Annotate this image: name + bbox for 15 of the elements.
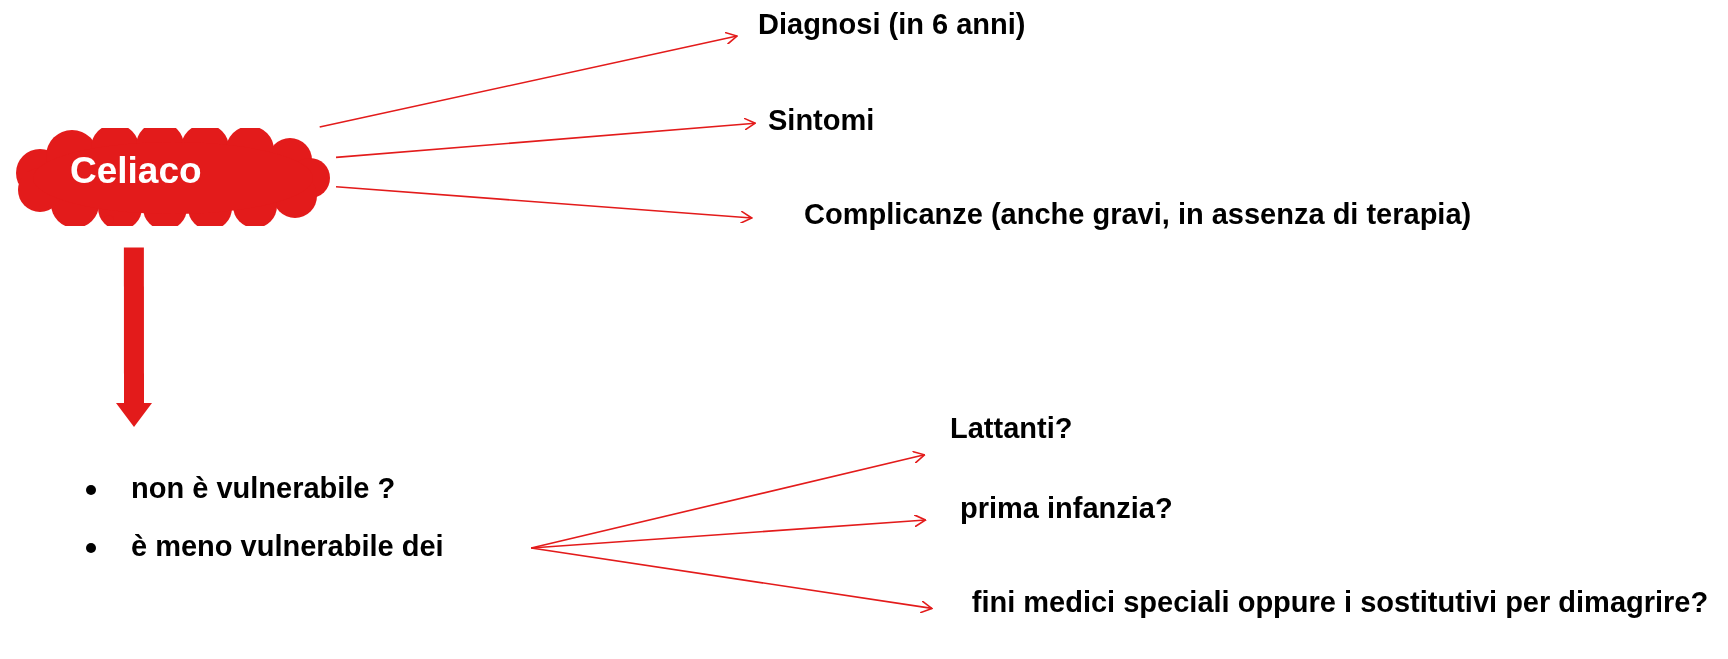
- list-item: non è vulnerabile ?: [131, 472, 396, 505]
- node-label: Lattanti?: [950, 412, 1074, 445]
- arrow: [318, 31, 738, 128]
- arrow: [530, 547, 933, 614]
- node-label: Sintomi: [768, 104, 876, 137]
- node-label: Complicanze (anche gravi, in assenza di terapia): [804, 198, 1473, 231]
- node-label: Celiaco: [70, 150, 202, 192]
- node-label: prima infanzia?: [960, 492, 1174, 525]
- arrow: [335, 117, 756, 159]
- arrow: [116, 247, 152, 427]
- node-label: fini medici speciali oppure i sostitutivi per dimagrire?: [970, 586, 1710, 619]
- arrow: [530, 514, 927, 549]
- list-item: è meno vulnerabile dei: [131, 530, 444, 563]
- node-label: Diagnosi (in 6 anni): [758, 8, 1027, 41]
- arrow: [335, 186, 753, 224]
